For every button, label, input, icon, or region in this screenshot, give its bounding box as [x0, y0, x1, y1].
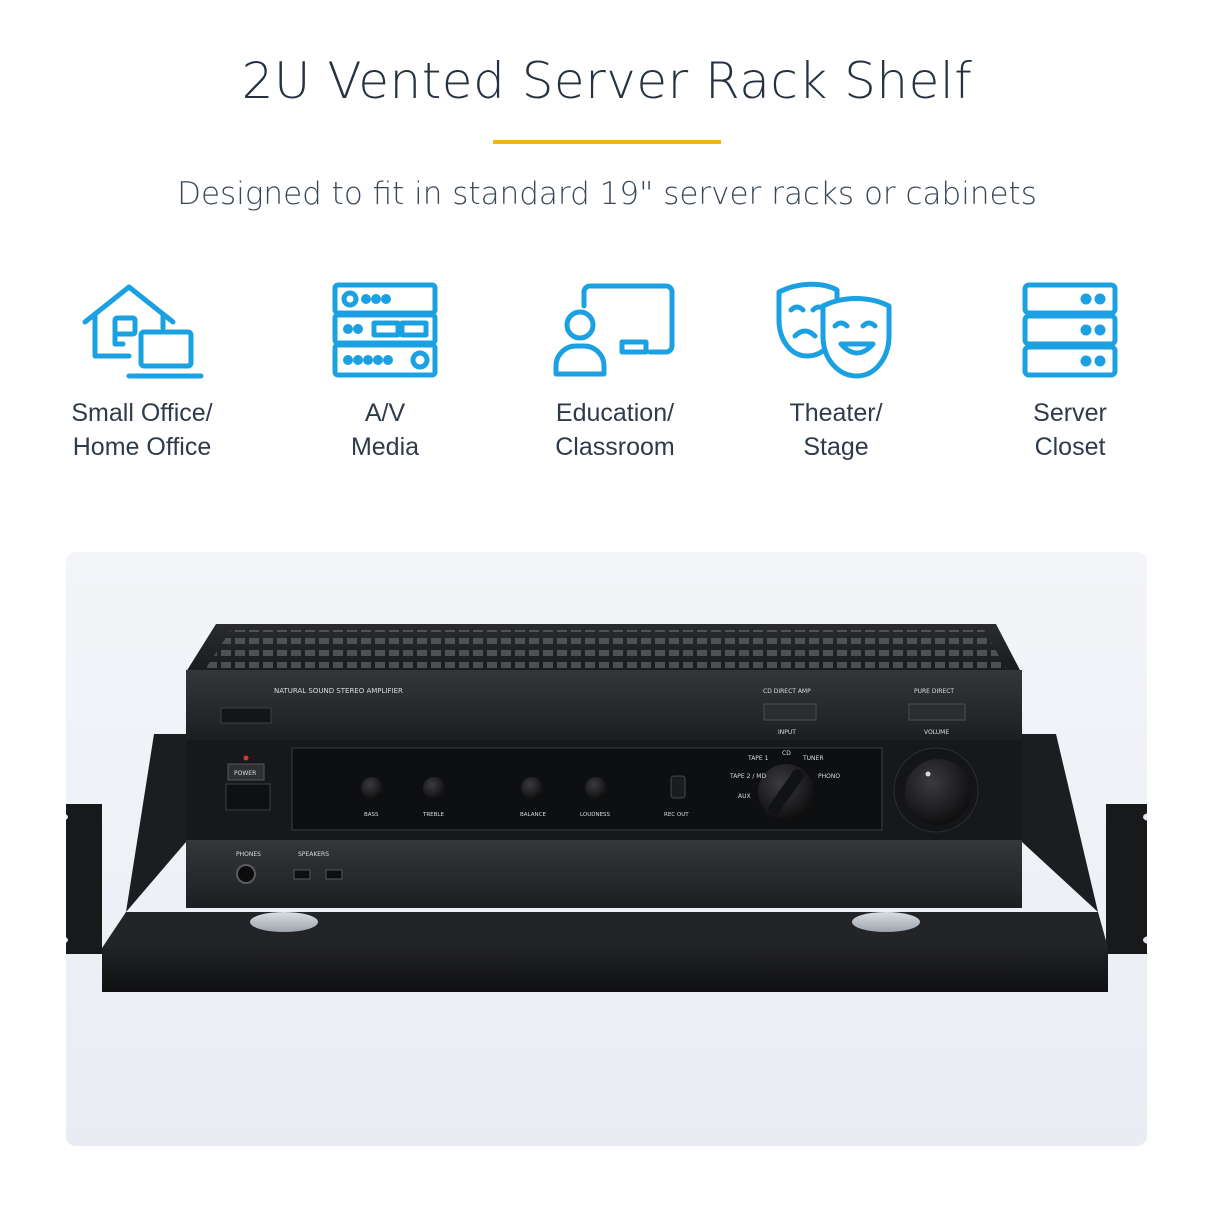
cd-direct-button	[763, 703, 817, 721]
pure-direct-button	[908, 703, 966, 721]
brand-line-label: NATURAL SOUND STEREO AMPLIFIER	[274, 687, 403, 695]
volume-knob	[905, 759, 971, 825]
speaker-a-switch	[293, 869, 311, 880]
tape2-label: TAPE 2 / MD	[729, 773, 766, 780]
speakers-label: SPEAKERS	[298, 851, 329, 858]
feature-label-line2: Stage	[803, 433, 869, 461]
pure-direct-label: PURE DIRECT	[914, 688, 954, 695]
shelf-side-right	[1022, 734, 1098, 912]
cd-label: CD	[782, 750, 791, 757]
home-office-icon	[82, 284, 204, 379]
bass-knob	[361, 777, 383, 799]
amplifier-lower-face	[186, 840, 1022, 908]
av-media-icon	[332, 282, 438, 378]
product-photo: NATURAL SOUND STEREO AMPLIFIER CD DIRECT…	[66, 552, 1147, 1146]
power-button	[227, 763, 265, 781]
feature-label-line2: Home Office	[72, 433, 212, 461]
volume-label: VOLUME	[924, 729, 949, 736]
vent-grille	[206, 630, 1006, 668]
shelf-floor	[102, 912, 1108, 948]
feature-icon-row: Small Office/ Home Office A/V Med	[0, 280, 1214, 480]
feature-theater: Theater/ Stage	[716, 280, 956, 464]
feature-label-line2: Media	[350, 433, 420, 461]
rack-shelf-illustration: NATURAL SOUND STEREO AMPLIFIER CD DIRECT…	[66, 624, 1147, 992]
treble-label: TREBLE	[422, 812, 444, 818]
classroom-icon	[553, 283, 675, 377]
feature-label-line1: Small Office/	[71, 399, 213, 427]
balance-label: BALANCE	[520, 812, 546, 818]
rack-ear-right	[1106, 804, 1147, 954]
feature-av-media: A/V Media	[265, 280, 505, 464]
treble-knob	[423, 777, 445, 799]
loudness-knob	[585, 777, 607, 799]
rec-out-selector	[670, 775, 686, 799]
loudness-label: LOUDNESS	[580, 812, 611, 818]
feature-label-line1: Education/	[555, 399, 675, 427]
input-label: INPUT	[778, 729, 796, 736]
phones-jack	[236, 864, 256, 884]
cd-direct-label: CD DIRECT AMP	[763, 688, 811, 695]
feature-label-line2: Classroom	[555, 433, 675, 461]
speaker-b-switch	[325, 869, 343, 880]
feature-label-line1: A/V	[364, 399, 406, 427]
page-subtitle: Designed to fit in standard 19" server r…	[177, 176, 1037, 212]
feature-label-line2: Closet	[1034, 433, 1106, 461]
page-title: 2U Vented Server Rack Shelf	[241, 52, 973, 110]
theater-masks-icon	[776, 281, 892, 379]
bass-label: BASS	[364, 812, 379, 818]
foot-right	[852, 912, 920, 932]
shelf-front-lip	[102, 948, 1108, 992]
phones-label: PHONES	[236, 851, 261, 858]
feature-home-office: Small Office/ Home Office	[22, 280, 262, 464]
feature-label-line1: Theater/	[789, 399, 883, 427]
feature-server-closet: Server Closet	[950, 280, 1190, 464]
title-underline	[493, 140, 721, 144]
aux-label: AUX	[738, 793, 751, 800]
foot-left	[250, 912, 318, 932]
power-label: POWER	[234, 770, 256, 777]
rack-ear-left	[66, 804, 102, 954]
power-led	[243, 755, 249, 761]
amplifier-upper-face	[186, 670, 1022, 740]
balance-knob	[521, 777, 543, 799]
feature-classroom: Education/ Classroom	[495, 280, 735, 464]
tape1-label: TAPE 1	[747, 755, 769, 762]
phono-label: PHONO	[818, 773, 840, 780]
rec-out-label: REC OUT	[664, 812, 689, 818]
shelf-side-left	[126, 734, 186, 912]
feature-label-line1: Server	[1033, 399, 1107, 427]
server-closet-icon	[1022, 282, 1118, 378]
tuner-label: TUNER	[802, 755, 824, 762]
